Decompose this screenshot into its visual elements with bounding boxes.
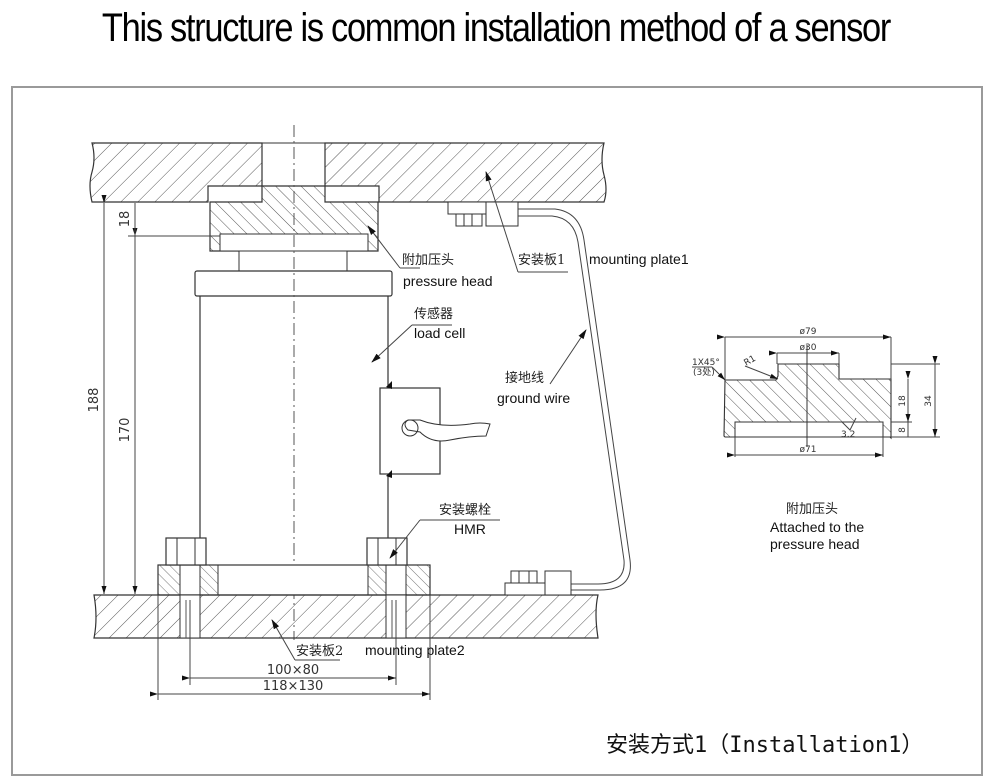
svg-text:安装板1: 安装板1 [518,253,565,268]
detail-caption-cn: 附加压头 [786,502,838,517]
svg-text:pressure head: pressure head [403,273,493,289]
svg-text:3.2: 3.2 [841,430,855,440]
svg-text:18: 18 [898,395,908,407]
svg-text:接地线: 接地线 [505,370,544,386]
installation-caption: 安装方式1（Installation1） [606,733,923,758]
label-mounting-plate-2: 安装板2 mounting plate2 [271,619,465,661]
svg-text:附加压头: 附加压头 [402,253,454,268]
svg-text:(3处): (3处) [693,366,715,378]
bolt-right [366,537,408,566]
svg-text:HMR: HMR [454,521,486,537]
dimension-118x130: 118×130 [150,595,431,700]
svg-text:mounting plate1: mounting plate1 [589,251,689,267]
svg-text:18: 18 [118,211,133,228]
svg-text:ø30: ø30 [800,343,817,353]
label-mounting-plate-1: 安装板1 mounting plate1 [485,171,689,273]
label-pressure-head: 附加压头 pressure head [367,225,493,289]
dimension-188: 188 [87,195,107,594]
svg-text:ground wire: ground wire [497,390,570,406]
dimension-18: 18 [118,203,136,236]
label-load-cell: 传感器 load cell [371,306,465,363]
svg-text:安装螺栓: 安装螺栓 [439,503,491,518]
svg-text:ø79: ø79 [800,327,817,337]
detail-pressure-head: ø79 ø30 ø71 1X45° (3处) R1 3.2 34 18 8 [692,327,940,458]
dimension-170: 170 [118,228,220,594]
svg-text:8: 8 [898,427,908,433]
drawing-frame [11,86,983,776]
load-cell [194,270,491,565]
dimension-100x80: 100×80 [182,600,397,685]
svg-text:188: 188 [87,388,102,413]
mounting-plate-1 [89,142,607,203]
svg-text:load cell: load cell [414,325,465,341]
base-flange [157,564,431,596]
label-bolt: 安装螺栓 HMR [389,503,500,559]
detail-caption-en-1: Attached to the [770,519,864,535]
svg-text:34: 34 [924,395,934,407]
svg-text:传感器: 传感器 [414,306,453,322]
mounting-plate-2 [93,594,599,639]
svg-text:mounting plate2: mounting plate2 [365,642,465,658]
detail-caption-en-2: pressure head [770,536,860,552]
svg-text:安装板2: 安装板2 [296,644,343,659]
label-ground-wire: 接地线 ground wire [497,329,587,406]
svg-text:ø71: ø71 [800,445,817,455]
page-title: This structure is common installation me… [101,6,891,50]
bolt-left [165,537,207,566]
svg-text:R1: R1 [743,354,758,369]
svg-text:1X45°: 1X45° [692,358,720,368]
svg-text:170: 170 [118,418,133,443]
svg-text:100×80: 100×80 [267,663,319,678]
svg-text:118×130: 118×130 [263,679,324,694]
